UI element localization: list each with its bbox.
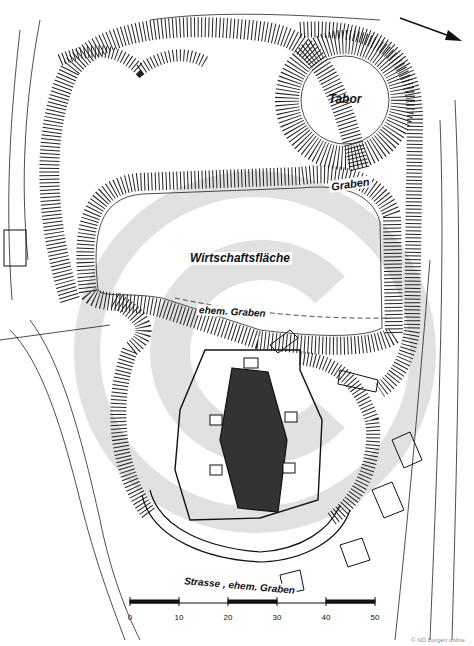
mound-circle: Tabor <box>301 56 389 144</box>
plateau-edges <box>96 56 390 335</box>
mound-label: Tabor <box>327 93 364 106</box>
contour-lines <box>0 14 459 640</box>
scale-number: 50 <box>369 614 382 623</box>
ditch-label: ehem. Graben <box>196 304 267 319</box>
scale-bar <box>130 597 375 606</box>
slope-hachures <box>49 27 415 520</box>
scale-number: 10 <box>173 614 186 623</box>
area-label: Wirtschaftsfläche <box>188 252 292 265</box>
direction-arrow <box>400 18 462 41</box>
scale-number: 20 <box>222 614 235 623</box>
watermark-symbol <box>87 184 423 520</box>
outbuildings <box>4 230 422 594</box>
castle <box>142 330 378 562</box>
watermark-text: © NÖ Burgen online <box>409 637 467 644</box>
scale-number: 40 <box>320 614 333 623</box>
scale-number: 30 <box>271 614 284 623</box>
scale-number: 0 <box>126 614 134 623</box>
